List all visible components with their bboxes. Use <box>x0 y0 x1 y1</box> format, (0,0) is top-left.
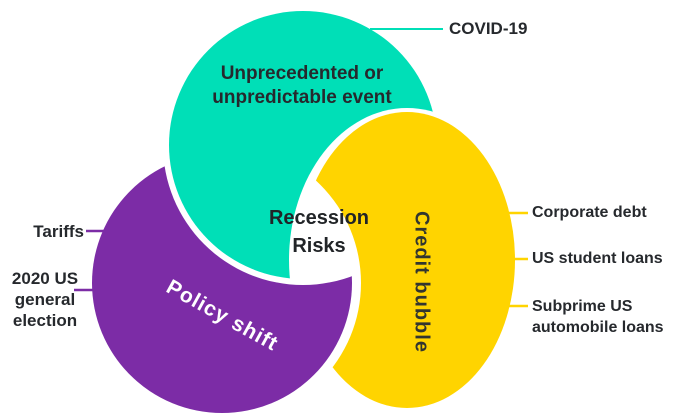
election-label-line2: general <box>14 290 76 309</box>
diagram-title: Recession Risks <box>269 204 369 260</box>
credit-bubble-label: Credit bubble <box>410 211 433 353</box>
diagram-title-line2: Risks <box>292 235 346 257</box>
subprime-label-line2: automobile loans <box>532 319 664 336</box>
election-label-line3: election <box>12 311 78 330</box>
election-callout-label: 2020 US general election <box>0 268 90 331</box>
unpredictable-event-label: Unprecedented or unpredictable event <box>212 62 392 110</box>
election-label-line1: 2020 US <box>11 269 79 288</box>
corporate-debt-callout-label: Corporate debt <box>532 204 647 221</box>
subprime-loans-callout-label: Subprime US automobile loans <box>532 296 664 338</box>
covid-callout-label: COVID-19 <box>449 19 528 38</box>
subprime-label-line1: Subprime US <box>532 298 633 315</box>
tariffs-callout-label: Tariffs <box>33 222 84 241</box>
credit-bubble-crescent <box>299 112 515 408</box>
event-label-line1: Unprecedented or <box>220 63 384 84</box>
student-loans-callout-label: US student loans <box>532 250 663 267</box>
diagram-title-line1: Recession <box>268 207 370 229</box>
event-label-line2: unpredictable event <box>212 87 392 108</box>
